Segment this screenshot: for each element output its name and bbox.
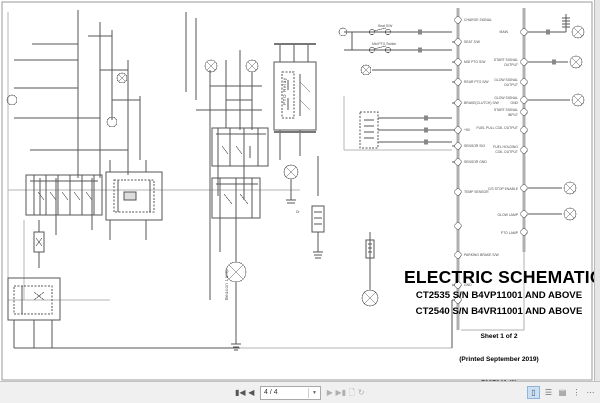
last-page-button[interactable]: ▶▮ bbox=[335, 387, 347, 397]
svg-text:Mid PTO Switch: Mid PTO Switch bbox=[372, 42, 396, 46]
rotate-icon[interactable]: ↻ bbox=[357, 387, 365, 397]
svg-text:FUEL HOLDING: FUEL HOLDING bbox=[493, 145, 518, 149]
title-block: ELECTRIC SCHEMATIC CT2535 S/N B4VP11001 … bbox=[404, 267, 595, 382]
svg-text:PTO LAMP: PTO LAMP bbox=[501, 231, 519, 235]
svg-text:CHARGE SIGNAL: CHARGE SIGNAL bbox=[464, 18, 492, 22]
more-view-button[interactable]: ⋯ bbox=[586, 388, 595, 397]
chevron-down-icon[interactable]: ▼ bbox=[308, 387, 320, 398]
svg-text:COIL OUTPUT: COIL OUTPUT bbox=[495, 150, 518, 154]
two-page-view-button[interactable]: ▤ bbox=[558, 388, 567, 397]
single-page-view-button[interactable]: ▯ bbox=[527, 386, 540, 399]
svg-text:MID PTO S/W: MID PTO S/W bbox=[464, 60, 486, 64]
svg-text:SENSOR GND: SENSOR GND bbox=[464, 160, 487, 164]
svg-text:GLOW LAMP: GLOW LAMP bbox=[497, 213, 518, 217]
svg-text:PTO Relay: PTO Relay bbox=[282, 77, 287, 105]
svg-text:OUTPUT: OUTPUT bbox=[504, 83, 518, 87]
svg-text:Dr: Dr bbox=[296, 210, 300, 214]
next-page-button[interactable]: ▶ bbox=[326, 387, 333, 397]
first-page-button[interactable]: ▮◀ bbox=[235, 387, 246, 397]
svg-text:C/S STOP ENABLE: C/S STOP ENABLE bbox=[488, 187, 519, 191]
page-number-input[interactable] bbox=[261, 387, 309, 398]
svg-text:SENSOR SIG: SENSOR SIG bbox=[464, 144, 485, 148]
printed-date: (Printed September 2019) bbox=[459, 356, 539, 364]
schematic-drawing: CHARGE SIGNAL SEAT S/W MID PTO S/W REAR … bbox=[1, 1, 593, 381]
model-line-1: CT2535 S/N B4VP11001 AND ABOVE bbox=[415, 290, 583, 302]
svg-text:FUEL PULL COIL OUTPUT: FUEL PULL COIL OUTPUT bbox=[477, 126, 518, 130]
continuous-view-button[interactable]: ☰ bbox=[544, 388, 553, 397]
view-mode-group: ▯ ☰ ▤ ⋮ ⋯ bbox=[527, 386, 596, 399]
fit-page-view-button[interactable]: ⋮ bbox=[572, 388, 581, 397]
page-number-field[interactable]: ▼ bbox=[260, 385, 322, 400]
sheet-number: Sheet 1 of 2 bbox=[480, 332, 518, 340]
svg-text:START SIGNAL: START SIGNAL bbox=[494, 58, 518, 62]
svg-text:+5V: +5V bbox=[464, 128, 471, 132]
page-navigation-group: ▮◀ ◀ ▼ ▶ ▶▮ 🗋 ↻ bbox=[235, 385, 365, 400]
svg-text:SEAT S/W: SEAT S/W bbox=[464, 40, 481, 44]
document-page[interactable]: CHARGE SIGNAL SEAT S/W MID PTO S/W REAR … bbox=[0, 0, 595, 383]
svg-text:GND: GND bbox=[464, 283, 472, 287]
copy-icon[interactable]: 🗋 bbox=[348, 387, 356, 397]
drawing-number: 7397249 (0) bbox=[404, 379, 594, 382]
svg-text:TEMP SENSOR: TEMP SENSOR bbox=[464, 190, 489, 194]
svg-text:BRAKE(CLUTCH) S/W: BRAKE(CLUTCH) S/W bbox=[464, 101, 500, 105]
svg-text:START SIGNAL: START SIGNAL bbox=[494, 108, 518, 112]
svg-text:GLOW SIGNAL: GLOW SIGNAL bbox=[494, 96, 518, 100]
schematic-title: ELECTRIC SCHEMATIC bbox=[404, 267, 595, 287]
previous-page-button[interactable]: ◀ bbox=[248, 387, 255, 397]
pdf-navigation-toolbar: ▮◀ ◀ ▼ ▶ ▶▮ 🗋 ↻ ▯ ☰ ▤ ⋮ ⋯ bbox=[0, 381, 600, 403]
svg-text:Beacon Lamp: Beacon Lamp bbox=[224, 268, 229, 300]
svg-text:MAIN: MAIN bbox=[500, 30, 509, 34]
svg-text:REAR PTO S/W: REAR PTO S/W bbox=[464, 80, 489, 84]
svg-text:GND: GND bbox=[510, 101, 518, 105]
svg-text:INPUT: INPUT bbox=[508, 113, 518, 117]
svg-text:GLOW SIGNAL: GLOW SIGNAL bbox=[494, 78, 518, 82]
svg-text:PARKING BRAKE S/W: PARKING BRAKE S/W bbox=[464, 253, 500, 257]
svg-text:Seat S/W: Seat S/W bbox=[378, 24, 393, 28]
model-line-2: CT2540 S/N B4VR11001 AND ABOVE bbox=[415, 305, 583, 317]
svg-text:OUTPUT: OUTPUT bbox=[504, 63, 518, 67]
